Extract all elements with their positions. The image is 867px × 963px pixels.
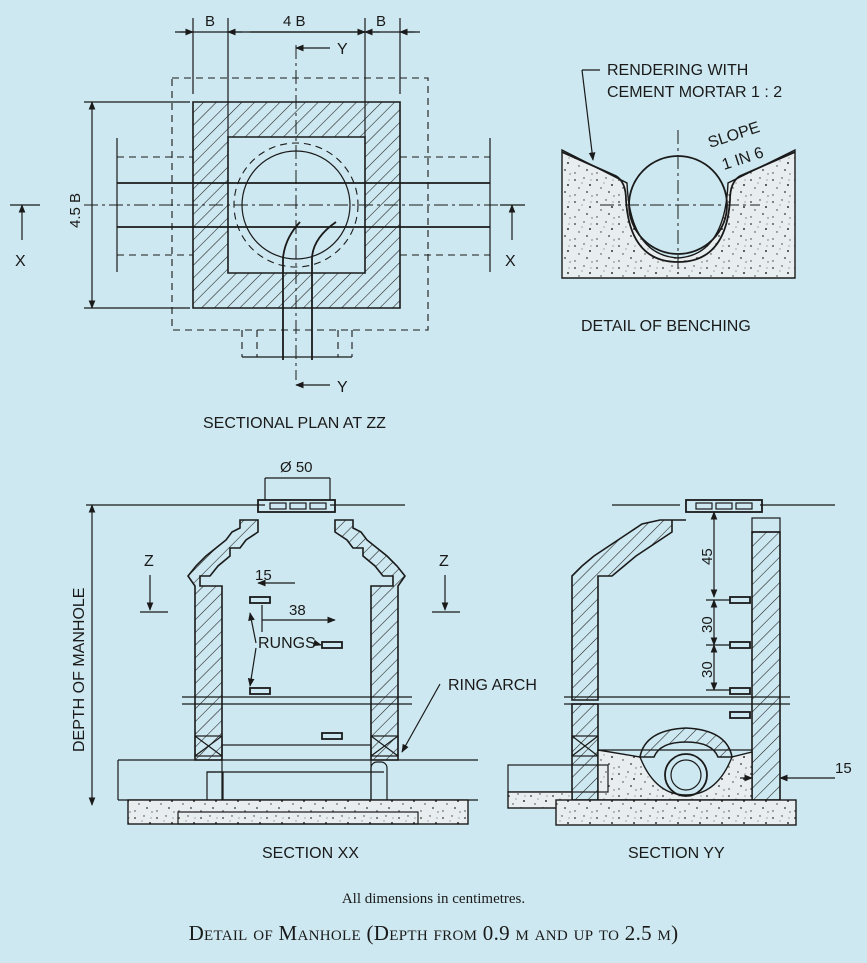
figure-caption: Detail of Manhole (Depth from 0.9 m and … (188, 921, 679, 945)
dim-b-left: B (205, 13, 215, 30)
benching-title: DETAIL OF BENCHING (581, 318, 751, 335)
section-xx-title: SECTION XX (262, 845, 359, 862)
section-y-bottom: Y (337, 379, 348, 396)
rendering-note-1: RENDERING WITH (607, 62, 748, 79)
left-wall (187, 519, 259, 761)
depth-label: DEPTH OF MANHOLE (71, 588, 88, 752)
dim-4b: 4 B (283, 13, 306, 30)
cover-dia: Ø 50 (280, 459, 313, 476)
section-y-top: Y (337, 41, 348, 58)
right-wall (334, 519, 406, 761)
dim-30b: 30 (699, 661, 716, 678)
plan-title: SECTIONAL PLAN AT ZZ (203, 415, 386, 432)
section-x-left: X (15, 253, 26, 270)
sectional-plan: B 4 B B 4.5 B Y Y X X SECTIONAL PLAN AT … (10, 13, 525, 432)
rungs-label: RUNGS (258, 635, 316, 652)
section-xx: Ø 50 DEPTH OF MANHOLE Z Z 15 38 RUNGS RI… (71, 459, 537, 862)
dim-b-right: B (376, 13, 386, 30)
dim-4-5b: 4.5 B (67, 193, 84, 228)
dim-15-yy: 15 (835, 760, 852, 777)
ring-arch-label: RING ARCH (448, 677, 537, 694)
z-right: Z (439, 553, 449, 570)
units-note: All dimensions in centimetres. (341, 891, 526, 907)
benching-detail: RENDERING WITH CEMENT MORTAR 1 : 2 SLOPE… (561, 62, 796, 335)
dim-15-xx: 15 (255, 567, 272, 584)
manhole-drawing: B 4 B B 4.5 B Y Y X X SECTIONAL PLAN AT … (10, 13, 852, 862)
section-yy: 45 30 30 15 SECTION YY (507, 499, 852, 862)
z-left: Z (144, 553, 154, 570)
dim-45: 45 (699, 548, 716, 565)
section-x-right: X (505, 253, 516, 270)
yy-base (555, 799, 797, 826)
yy-left-wall (571, 519, 686, 701)
rendering-note-2: CEMENT MORTAR 1 : 2 (607, 84, 782, 101)
dim-38: 38 (289, 602, 306, 619)
benching-concrete (561, 148, 796, 279)
section-yy-title: SECTION YY (628, 845, 725, 862)
dim-30a: 30 (699, 616, 716, 633)
yy-right-wall (751, 531, 781, 801)
